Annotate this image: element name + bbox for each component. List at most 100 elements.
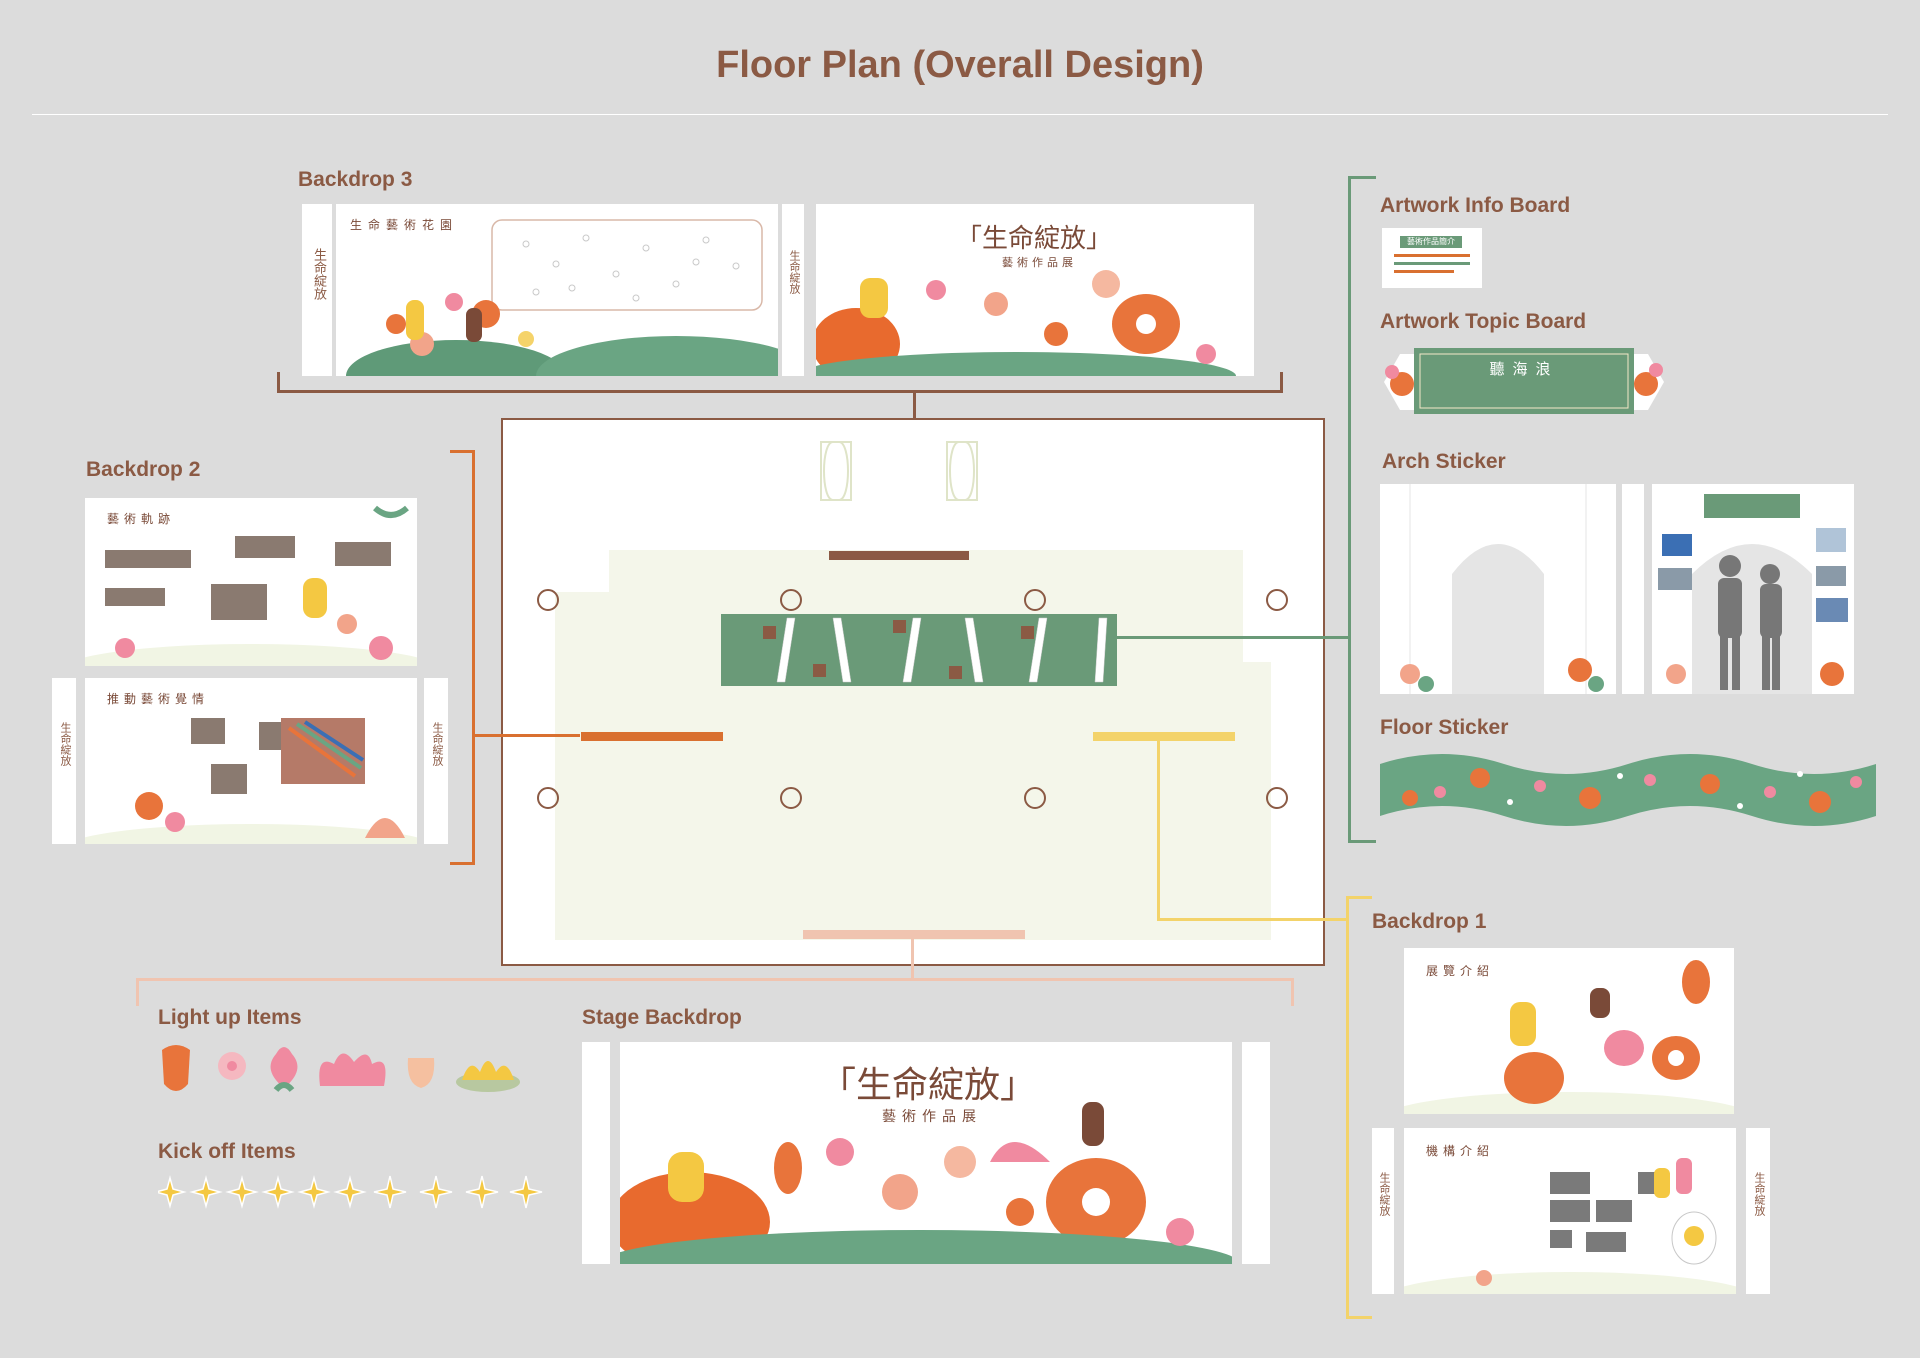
backdrop-1-side-left: 生命綻放 (1372, 1128, 1394, 1294)
backdrop-2-art-track-panel: 藝術軌跡 (85, 498, 417, 666)
floor-plan-room (501, 418, 1325, 966)
vertical-title: 生命綻放 (311, 248, 326, 300)
vertical-title: 生命綻放 (59, 722, 72, 766)
light-up-items-row (158, 1040, 528, 1104)
backdrop-1-side-right: 生命綻放 (1746, 1128, 1770, 1294)
stage-title-text: 「生命綻放」 (820, 1065, 1037, 1106)
arch-sticker-divider (1622, 484, 1644, 694)
info-tag: 藝術作品簡介 (1400, 236, 1462, 248)
label-backdrop-2: Backdrop 2 (86, 458, 201, 481)
garden-illustration (346, 219, 778, 376)
stage-subtitle-text: 藝術作品展 (882, 1109, 982, 1125)
yellow-bracket-top (1346, 896, 1372, 899)
subtitle-text: 藝術作品展 (1002, 256, 1077, 269)
art-track-illustration (85, 505, 417, 666)
stage-main-panel: 「生命綻放」 藝術作品展 (620, 1042, 1232, 1264)
stage-illustration (620, 1102, 1232, 1264)
main-illustration (816, 270, 1236, 376)
art-track-title: 藝術軌跡 (107, 512, 176, 526)
backdrop-3-bracket-righttick (1280, 372, 1283, 392)
label-light-up-items: Light up Items (158, 1006, 302, 1029)
sparkle-icon (465, 1175, 499, 1209)
backdrop-3-side-mid: 生命綻放 (782, 204, 804, 376)
backdrop-3-side-left: 生命綻放 (302, 204, 332, 376)
stage-side-right (1242, 1042, 1270, 1264)
label-stage-backdrop: Stage Backdrop (582, 1006, 742, 1029)
backdrop-3-bracket-bottom (277, 390, 1283, 393)
org-intro-title: 機構介紹 (1426, 1144, 1495, 1158)
arch-sticker-plain (1380, 484, 1616, 694)
sparkle-icon (297, 1175, 331, 1209)
orange-connector-horizontal (472, 734, 580, 737)
main-title-text: 「生命綻放」 (956, 224, 1113, 254)
floor-sticker-wave (1380, 754, 1876, 826)
yellow-bracket-vertical (1346, 896, 1349, 1318)
lotus-bud-icon (270, 1047, 298, 1093)
yellow-bracket-bottom (1346, 1316, 1372, 1319)
topic-board-frame (1384, 348, 1664, 414)
info-text-line (1394, 262, 1470, 265)
tulip-icon (162, 1045, 190, 1091)
topic-title: 聽海浪 (1489, 360, 1559, 378)
backdrop-1-org-panel: 機構介紹 (1404, 1128, 1736, 1294)
title-divider (32, 114, 1888, 115)
garden-title: 生命藝術花園 (350, 218, 459, 232)
arch-sticker-with-figures (1652, 484, 1854, 694)
orange-bracket-bottom (450, 862, 475, 865)
sparkle-icon (153, 1175, 187, 1209)
sparkle-icon (509, 1175, 543, 1209)
backdrop-3-group: 生命綻放 生命藝術花園 生命綻放 「生命綻放」 藝術作品展 (302, 204, 1254, 376)
label-backdrop-3: Backdrop 3 (298, 168, 413, 191)
sparkle-icon (419, 1175, 453, 1209)
orange-bracket-vertical (472, 450, 475, 864)
exhibit-intro-title: 展覽介紹 (1426, 964, 1495, 978)
kick-off-items-row (153, 1174, 548, 1210)
label-kick-off-items: Kick off Items (158, 1140, 296, 1163)
label-artwork-topic-board: Artwork Topic Board (1380, 310, 1587, 333)
vertical-title: 生命綻放 (1753, 1172, 1766, 1216)
promote-title: 推動藝術覺情 (107, 692, 210, 706)
info-text-line (1394, 254, 1470, 257)
yellow-connector-down (1157, 734, 1160, 920)
sparkle-icon (225, 1175, 259, 1209)
pink-connector-down (911, 934, 914, 978)
pink-bracket-left (136, 978, 139, 1006)
arch-figures-illustration (1658, 494, 1848, 694)
vertical-title: 生命綻放 (1378, 1172, 1391, 1216)
artwork-info-board: 藝術作品簡介 (1382, 228, 1482, 288)
sparkle-icon (333, 1175, 367, 1209)
pink-bracket-horizontal (136, 978, 1294, 981)
arch-illustration (1400, 484, 1604, 694)
backdrop-2-promote-panel: 推動藝術覺情 (85, 678, 417, 844)
sparkle-icon (261, 1175, 295, 1209)
backdrop-3-garden-panel: 生命藝術花園 (336, 204, 778, 376)
vertical-title: 生命綻放 (431, 722, 444, 766)
label-artwork-info-board: Artwork Info Board (1380, 194, 1571, 217)
label-floor-sticker: Floor Sticker (1380, 716, 1509, 739)
sparkle-icon (373, 1175, 407, 1209)
green-bracket-bottom (1348, 840, 1376, 843)
backdrop-3-bracket-lefttick (277, 372, 280, 392)
promote-illustration (85, 718, 417, 844)
floor-plan-layout (537, 441, 1288, 940)
backdrop-1-exhibit-panel: 展覽介紹 (1404, 948, 1734, 1114)
pink-bracket-right (1291, 978, 1294, 1006)
light-up-icons (162, 1045, 520, 1093)
floor-sticker (1380, 748, 1876, 832)
info-text-line (1394, 270, 1454, 273)
yellow-connector-horizontal (1157, 918, 1349, 921)
yellow-lotus-icon (456, 1061, 520, 1092)
page-title: Floor Plan (Overall Design) (716, 44, 1204, 86)
label-backdrop-1: Backdrop 1 (1372, 910, 1487, 933)
label-arch-sticker: Arch Sticker (1382, 450, 1506, 473)
sparkle-icons (153, 1175, 543, 1209)
lotus-flower-icon (319, 1053, 386, 1086)
green-bracket-top (1348, 176, 1376, 179)
artwork-topic-board: 聽海浪 (1380, 344, 1668, 418)
green-connector-horizontal (1110, 636, 1350, 639)
backdrop-2-side-left: 生命綻放 (52, 678, 76, 844)
green-bracket-vertical (1348, 176, 1351, 842)
backdrop-2-side-right: 生命綻放 (424, 678, 448, 844)
org-intro-illustration (1404, 1158, 1736, 1294)
stage-side-left (582, 1042, 610, 1264)
